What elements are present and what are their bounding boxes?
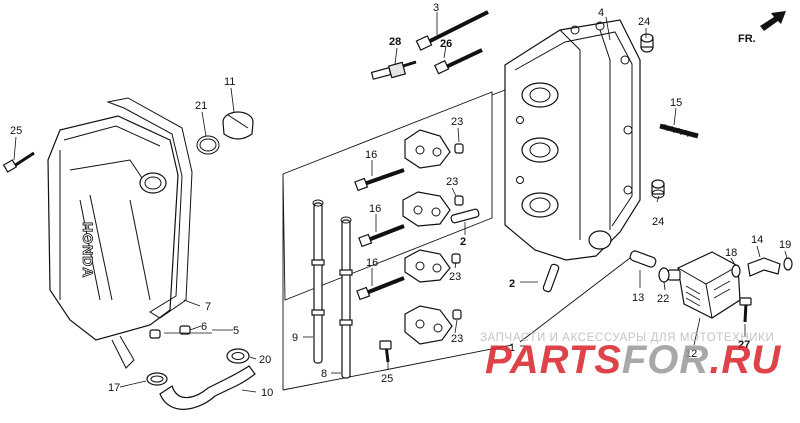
hose-clip-18: [731, 264, 741, 278]
callout-23-d: 23: [451, 333, 463, 345]
holder-bolt-16b: [358, 224, 405, 248]
dowel-2-upper: [450, 208, 480, 224]
callout-26: 26: [440, 38, 452, 50]
callout-18: 18: [725, 247, 737, 259]
collars: [451, 143, 464, 320]
cover-gasket: [106, 97, 193, 319]
callout-19: 19: [779, 239, 791, 251]
watermark: ЗАПЧАСТИ И АКСЕССУАРЫ ДЛЯ МОТОТЕХНИКИ PA…: [480, 332, 781, 382]
watermark-logo-ru: .RU: [709, 338, 781, 382]
callout-16-a: 16: [365, 149, 377, 161]
callout-17: 17: [108, 382, 120, 394]
callout-1: 1: [509, 342, 515, 354]
rocker-holder-4: [404, 305, 453, 345]
dowel-2-lower: [542, 263, 560, 293]
pump-bolt-27: [739, 297, 752, 323]
hose-clip-17: [146, 372, 168, 386]
callout-11: 11: [224, 76, 235, 88]
callout-28: 28: [389, 36, 401, 48]
callout-25-a: 25: [10, 125, 22, 137]
callout-4: 4: [598, 7, 604, 19]
breather-hose: [159, 365, 256, 410]
oil-filler-cap: [222, 111, 254, 140]
callout-3: 3: [433, 2, 439, 14]
callout-14: 14: [751, 234, 763, 246]
callout-27: 27: [738, 339, 750, 351]
watermark-tagline: ЗАПЧАСТИ И АКСЕССУАРЫ ДЛЯ МОТОТЕХНИКИ: [480, 332, 774, 344]
fuel-pump: [667, 251, 741, 319]
callout-23-a: 23: [451, 116, 463, 128]
pump-pushrod-13: [629, 250, 657, 268]
callout-15: 15: [670, 97, 682, 109]
watermark-logo: PARTSFOR.RU: [485, 338, 781, 382]
front-arrow-icon: [760, 11, 786, 31]
callout-21: 21: [195, 100, 207, 112]
callout-16-c: 16: [366, 257, 378, 269]
pump-gasket-22: [658, 267, 670, 283]
watermark-logo-parts: PARTS: [485, 338, 622, 382]
callout-20: 20: [259, 354, 271, 366]
holder-bolt-16a: [354, 168, 405, 192]
callout-12: 12: [685, 348, 697, 360]
callout-8: 8: [321, 368, 327, 380]
callout-23-b: 23: [446, 176, 458, 188]
callout-23-c: 23: [449, 271, 461, 283]
front-direction-marker: FR.: [738, 11, 786, 45]
watermark-logo-for: FOR: [622, 338, 709, 382]
hose-clip-19: [783, 257, 793, 271]
cover-brand-embossing: HONDA: [80, 222, 96, 278]
camshaft-bores: [521, 82, 559, 218]
oil-pipe-9: [311, 199, 325, 364]
callout-2-lower: 2: [509, 278, 515, 290]
callout-25-b: 25: [381, 373, 393, 385]
cover-bolt: [2, 151, 35, 173]
rocker-holder-2: [402, 191, 451, 227]
leader-lines: [13, 12, 788, 393]
callout-9: 9: [292, 332, 298, 344]
dowel-pin-upper: [640, 33, 654, 53]
cylinder-head-cover: HONDA: [47, 115, 179, 341]
direction-marker-label: FR.: [738, 33, 756, 45]
cylinder-head: [504, 19, 641, 261]
callout-5: 5: [233, 325, 239, 337]
callout-13: 13: [632, 292, 644, 304]
callout-6: 6: [201, 321, 207, 333]
callout-22: 22: [657, 293, 669, 305]
fuel-hose-14: [747, 257, 781, 277]
spark-plug: [370, 60, 417, 80]
dowel-pin-lower: [651, 179, 665, 199]
head-bolt-holes: [516, 21, 633, 195]
callout-2-upper: 2: [460, 236, 466, 248]
callout-24-a: 24: [638, 16, 650, 28]
long-bolt-3: [415, 10, 489, 51]
long-bolt-26: [433, 48, 483, 75]
callout-numbers: 1 2 2 3 4 5 6 7 8 9 10 11 12 13 14 15 16…: [10, 2, 791, 399]
holder-bolt-16c: [356, 276, 405, 301]
callout-16-b: 16: [369, 203, 381, 215]
callout-10: 10: [261, 387, 273, 399]
callout-7: 7: [205, 301, 211, 313]
rocker-holder-3: [404, 249, 451, 283]
exploded-frame: [282, 89, 631, 391]
rocker-holder-1: [404, 129, 451, 169]
filler-cap-o-ring: [196, 135, 220, 155]
hose-clip-20: [226, 348, 250, 364]
bolt-25-lower: [379, 340, 392, 363]
callout-24-b: 24: [652, 216, 664, 228]
stud-bolt: [659, 123, 699, 139]
oil-pipe-8: [339, 216, 353, 379]
cover-grommets: [149, 325, 191, 339]
